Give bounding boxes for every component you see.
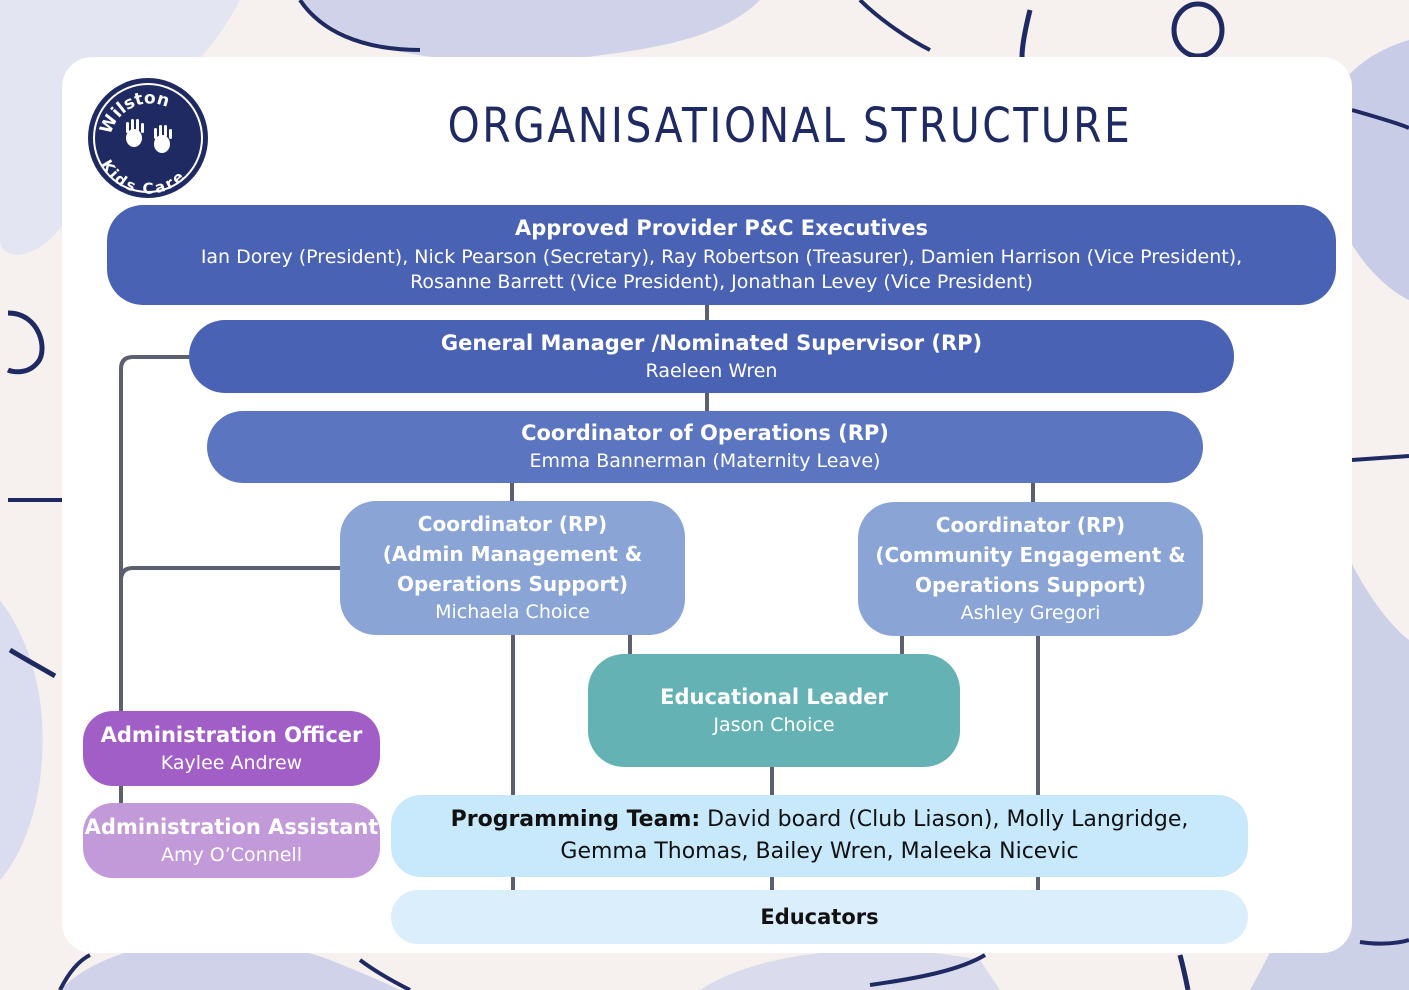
node-heading: Coordinator (RP) xyxy=(417,512,608,537)
node-name: Ashley Gregori xyxy=(960,602,1101,625)
node-educators: Educators xyxy=(391,890,1248,944)
node-administration-assistant: Administration Assistant Amy O’Connell xyxy=(83,803,380,878)
background-line xyxy=(8,647,57,679)
node-name: Kaylee Andrew xyxy=(160,751,303,774)
node-coordinator-operations: Coordinator of Operations (RP) Emma Bann… xyxy=(207,411,1203,483)
node-heading: Coordinator (RP) xyxy=(935,513,1126,538)
node-administration-officer: Administration Officer Kaylee Andrew xyxy=(83,711,380,786)
node-name: Michaela Choice xyxy=(435,601,590,624)
background-line xyxy=(1019,9,1033,58)
node-coordinator-admin: Coordinator (RP) (Admin Management & Ope… xyxy=(340,501,685,635)
node-name: Amy O’Connell xyxy=(160,843,302,866)
background-blob xyxy=(1250,560,1409,990)
node-subheading: Operations Support) xyxy=(396,572,629,597)
node-heading: Educational Leader xyxy=(660,684,888,709)
node-subheading: (Community Engagement & xyxy=(875,543,1186,568)
background-blob xyxy=(700,950,1000,990)
background-line xyxy=(1351,108,1409,130)
background-line xyxy=(858,0,931,52)
node-coordinator-community: Coordinator (RP) (Community Engagement &… xyxy=(858,502,1203,636)
background-ring xyxy=(1171,1,1225,59)
background-blob xyxy=(0,600,43,880)
node-name: Raeleen Wren xyxy=(645,359,778,382)
background-blob xyxy=(300,0,760,62)
background-line xyxy=(358,958,411,990)
node-programming-team: Programming Team: David board (Club Lias… xyxy=(391,795,1248,877)
background-line xyxy=(1359,938,1409,946)
node-text: Programming Team: David board (Club Lias… xyxy=(411,804,1228,868)
node-general-manager: General Manager /Nominated Supervisor (R… xyxy=(189,320,1234,393)
background-line xyxy=(1351,454,1409,462)
background-line xyxy=(869,953,987,987)
node-names: Rosanne Barrett (Vice President), Jonath… xyxy=(410,271,1033,294)
page-title: ORGANISATIONAL STRUCTURE xyxy=(447,98,1133,154)
node-heading: Administration Assistant xyxy=(84,814,379,839)
node-subheading: (Admin Management & xyxy=(382,542,643,567)
node-approved-provider: Approved Provider P&C Executives Ian Dor… xyxy=(107,205,1336,305)
node-heading: Coordinator of Operations (RP) xyxy=(521,421,889,445)
node-heading: Administration Officer xyxy=(100,722,363,747)
node-name: Jason Choice xyxy=(713,713,835,736)
background-line xyxy=(58,953,91,990)
node-educational-leader: Educational Leader Jason Choice xyxy=(588,654,960,767)
wilston-kids-care-logo: Wilston Kids Care xyxy=(88,78,208,198)
node-heading: Approved Provider P&C Executives xyxy=(514,216,928,241)
background-ring xyxy=(6,310,45,375)
background-line xyxy=(298,0,421,52)
connector-coord-admin xyxy=(119,566,340,581)
node-name: Emma Bannerman (Maternity Leave) xyxy=(529,450,881,473)
connector-gm-admin xyxy=(119,355,189,711)
handprints-icon xyxy=(126,119,172,153)
node-heading: General Manager /Nominated Supervisor (R… xyxy=(440,330,983,355)
node-heading: Programming Team: xyxy=(450,807,701,833)
node-names: Ian Dorey (President), Nick Pearson (Sec… xyxy=(200,245,1243,268)
node-subheading: Operations Support) xyxy=(914,573,1147,598)
node-members: David board (Club Liason), Molly Langrid… xyxy=(560,807,1189,864)
node-heading: Educators xyxy=(760,904,879,929)
background-line xyxy=(1177,954,1191,990)
